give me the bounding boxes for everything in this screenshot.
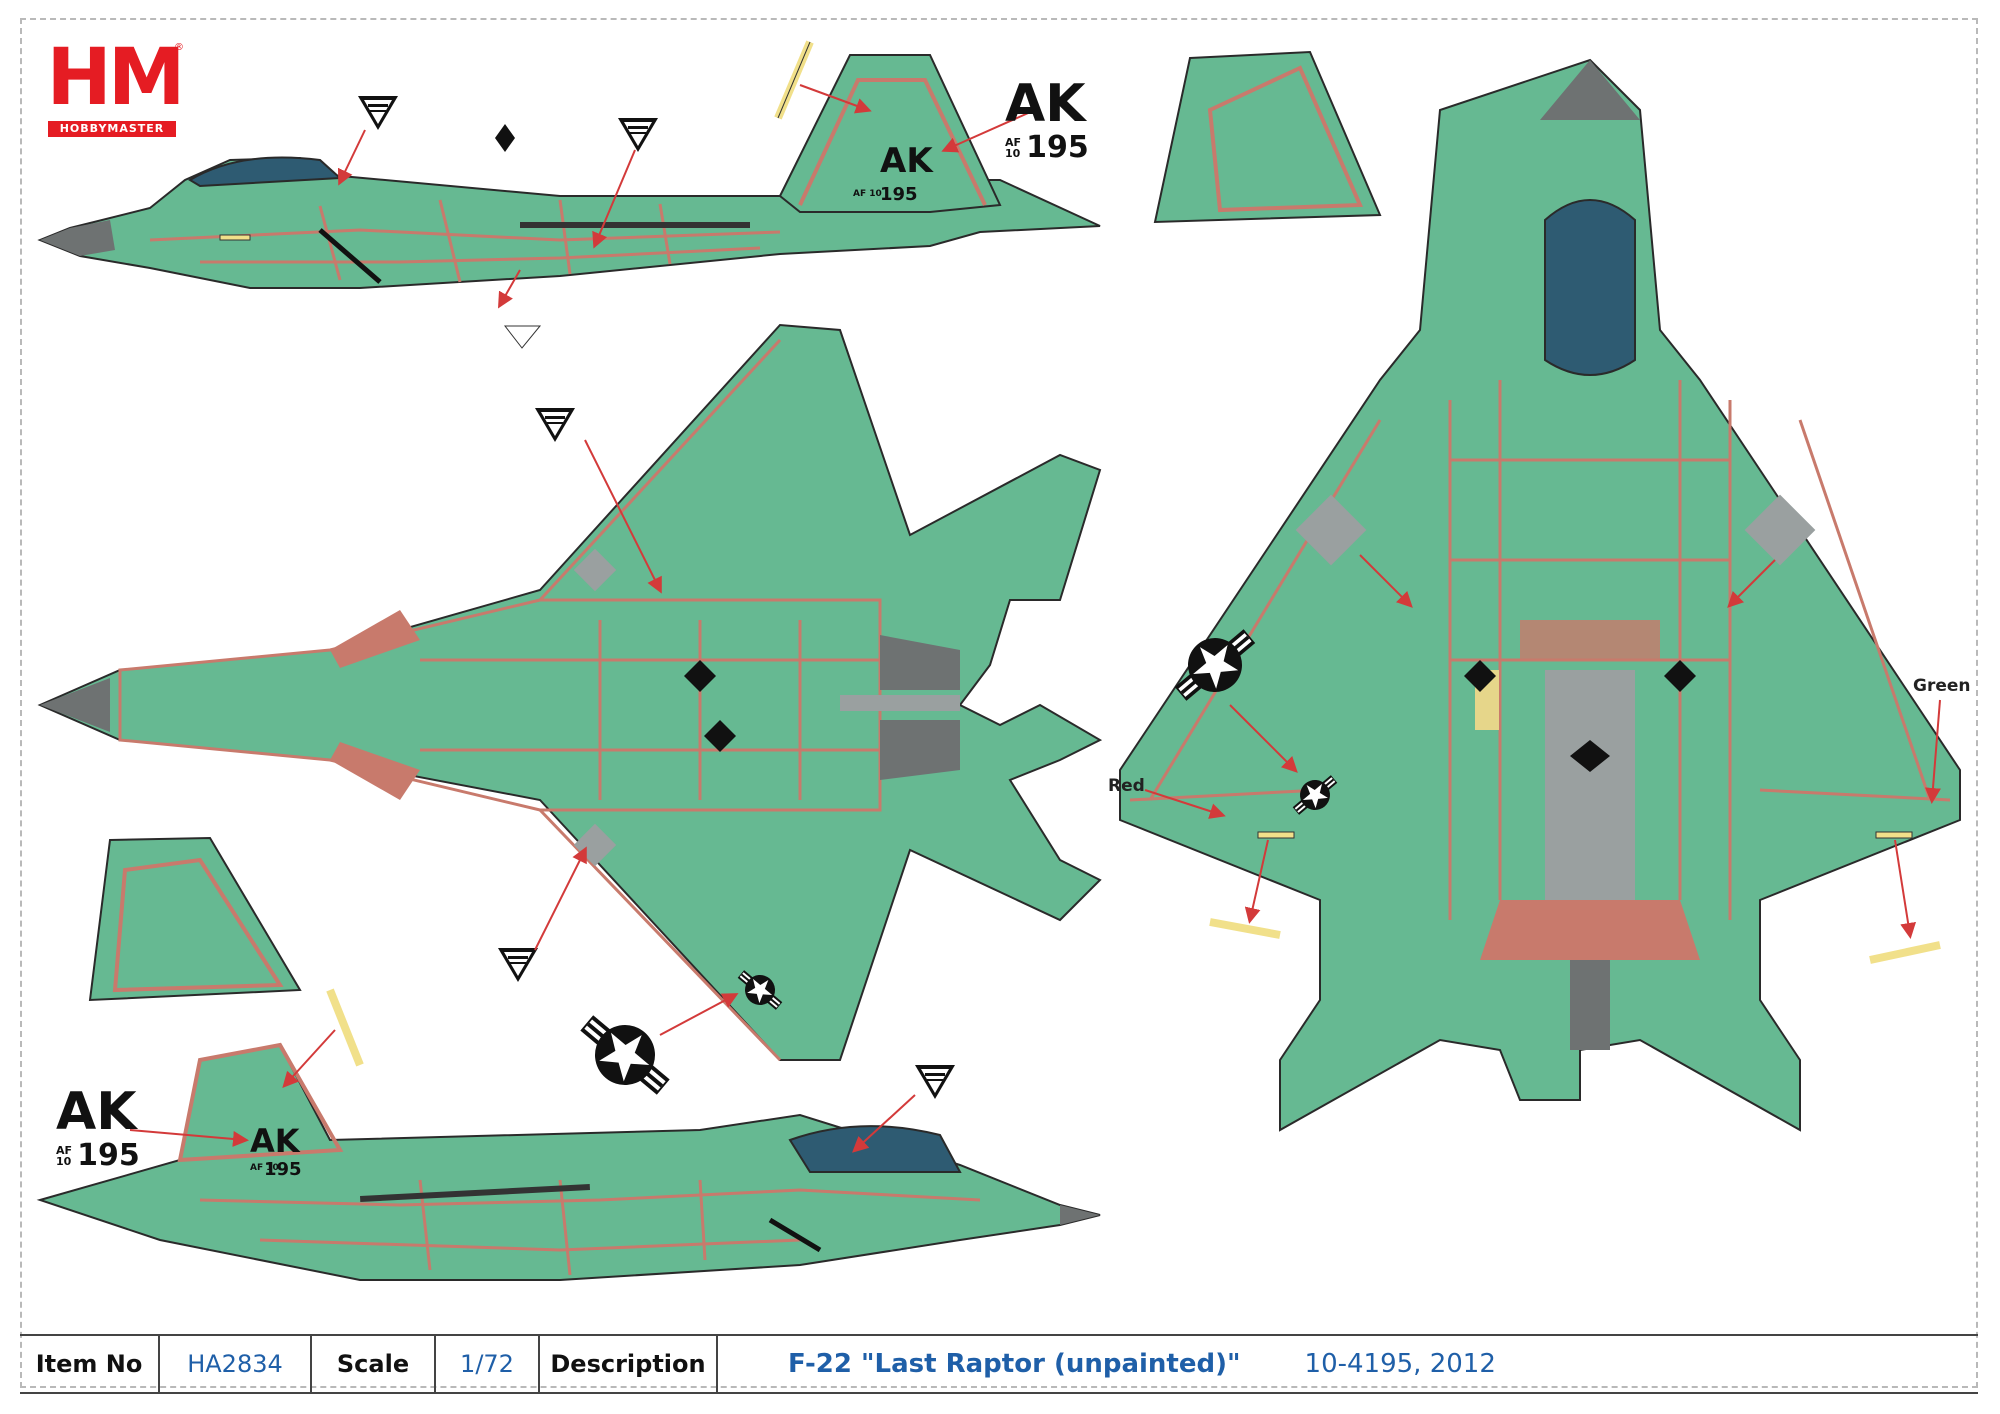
vertical-fin-detail-top <box>1153 50 1382 224</box>
description-value: F-22 "Last Raptor (unpainted)" <box>788 1349 1241 1379</box>
description-label: Description <box>540 1336 718 1392</box>
aircraft-artwork: AK AF 10 195 <box>36 40 1961 1281</box>
callout-red: Red <box>1108 776 1145 796</box>
danger-triangle-icon <box>358 96 398 130</box>
af-prefix: AF 10 <box>56 1143 73 1168</box>
svg-text:AF 10: AF 10 <box>250 1163 279 1173</box>
tail-serial: 195 <box>77 1138 140 1173</box>
item-no-value: HA2834 <box>160 1336 312 1392</box>
logo-brand-name: HOBBYMASTER <box>48 121 176 137</box>
serial-year: 10-4195, 2012 <box>1304 1349 1496 1379</box>
tail-code-decal-top: AK AF 10 195 <box>1005 78 1089 165</box>
tail-code-letters: AK <box>56 1082 137 1142</box>
svg-text:AF 10: AF 10 <box>853 189 882 199</box>
danger-triangle-icon <box>618 118 658 152</box>
tail-code-decal-bottom: AK AF 10 195 <box>56 1086 140 1173</box>
svg-text:195: 195 <box>264 1159 302 1180</box>
svg-text:AK: AK <box>880 141 934 181</box>
fin-tailcode-top: AK AF 10 195 <box>853 141 934 205</box>
scale-value: 1/72 <box>436 1336 540 1392</box>
access-panel-square-icon <box>1744 494 1816 566</box>
side-profile-left-view <box>37 54 1101 289</box>
side-profile-right-view <box>36 1042 1101 1281</box>
tail-serial: 195 <box>1026 130 1089 165</box>
callout-green: Green <box>1913 676 1971 696</box>
info-bar: Item No HA2834 Scale 1/72 Description F-… <box>20 1334 1978 1394</box>
scale-label: Scale <box>312 1336 436 1392</box>
svg-text:195: 195 <box>880 184 918 205</box>
description-cell: F-22 "Last Raptor (unpainted)" 10-4195, … <box>718 1336 1978 1392</box>
vertical-fin-detail-bottom <box>88 836 302 1002</box>
af-prefix: AF 10 <box>1005 135 1022 160</box>
access-panel-square-icon <box>1295 494 1367 566</box>
item-no-label: Item No <box>20 1336 160 1392</box>
logo-registered-mark: ® <box>174 42 184 53</box>
danger-triangle-icon <box>535 408 575 442</box>
danger-triangle-icon <box>915 1065 955 1099</box>
page-frame <box>20 18 1978 1388</box>
danger-triangle-icon <box>498 948 538 982</box>
underside-plan-view <box>1119 58 1961 1132</box>
logo-letters: HM <box>46 33 186 123</box>
us-roundel-icon <box>567 999 683 1111</box>
tail-code-letters: AK <box>1005 74 1086 134</box>
svg-text:AK: AK <box>250 1122 301 1160</box>
fin-tailcode-bottom: AK AF 10 195 <box>250 1122 302 1180</box>
hobbymaster-logo: HM ® HOBBYMASTER <box>44 33 186 142</box>
